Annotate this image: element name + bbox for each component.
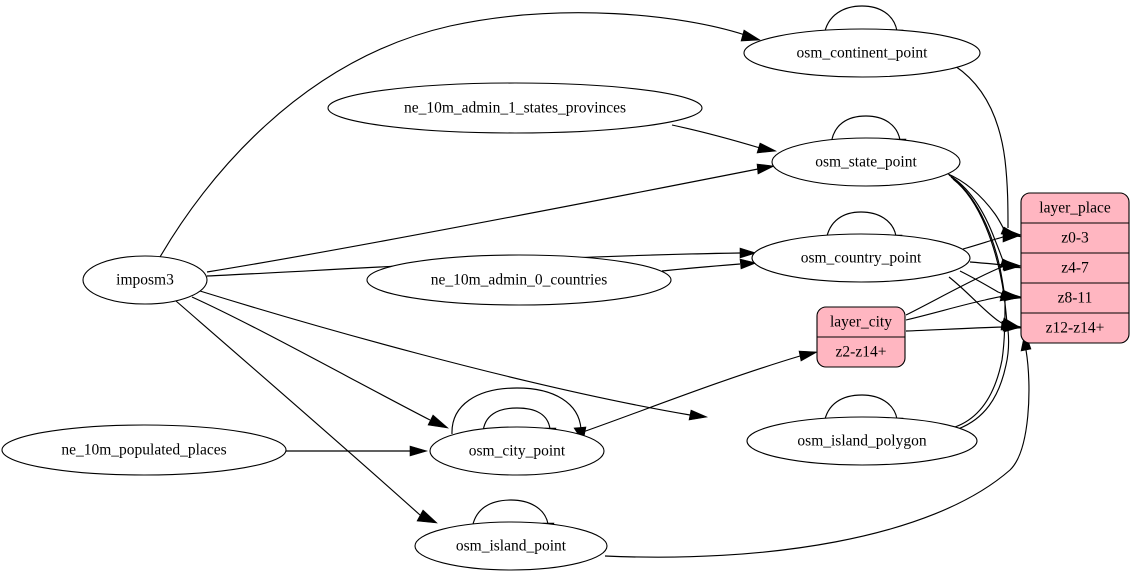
edge-imposm3-to-osm_island_polygon xyxy=(199,290,691,416)
node-ne-10m-admin-0-countries[interactable]: ne_10m_admin_0_countries xyxy=(366,254,672,306)
edge-osm_island_point-to-layer_place-z12 xyxy=(604,349,1030,558)
self-loop-osm_city_point-outer xyxy=(451,387,582,435)
edge-layer_city-to-layer_place-z8-11 xyxy=(905,295,1005,321)
node-ne-10m-admin-1-states-provinces[interactable]: ne_10m_admin_1_states_provinces xyxy=(327,82,703,134)
self-loop-osm_island_polygon xyxy=(823,394,898,425)
edge-layer_city-to-layer_place-z4-7 xyxy=(905,265,1005,316)
arrowhead xyxy=(798,350,819,362)
arrowhead xyxy=(1003,230,1023,242)
edge-osm_city_point-to-layer_city xyxy=(579,355,801,434)
edge-osm_state_point-to-layer_place-z0-3 xyxy=(945,172,1007,234)
nodes-layer: imposm3 ne_10m_admin_1_states_provinces … xyxy=(1,28,1130,571)
self-loop-osm_city_point-inner xyxy=(482,407,551,434)
arrowhead xyxy=(688,409,709,421)
arrowhead xyxy=(739,247,758,259)
record-node-layer-city[interactable]: layer_city z2-z14+ xyxy=(816,306,906,368)
edges-layer xyxy=(159,5,1032,558)
node-osm-continent-point[interactable]: osm_continent_point xyxy=(743,28,981,78)
edge-imposm3-to-osm_state_point xyxy=(206,168,759,273)
node-ne-10m-populated-places[interactable]: ne_10m_populated_places xyxy=(1,424,287,476)
arrowhead xyxy=(427,414,449,429)
edge-imposm3-to-osm_continent_point xyxy=(159,12,746,258)
edge-osm_continent_point-to-layer_place-z0-3 xyxy=(954,65,1009,229)
self-loop-osm_country_point xyxy=(825,211,897,242)
self-loop-osm_continent_point xyxy=(823,5,898,37)
edge-imposm3-to-osm_island_point xyxy=(175,300,421,516)
record-node-layer-place[interactable]: layer_place z0-3 z4-7 z8-11 z12-z14+ xyxy=(1020,192,1130,344)
arrowhead xyxy=(740,29,761,42)
edge-osm_country_point-to-layer_place-z0-3 xyxy=(962,235,1007,250)
arrowhead xyxy=(1001,260,1023,272)
edge-osm_country_point-to-layer_place-z12 xyxy=(948,276,1005,326)
arrowhead xyxy=(1002,321,1023,332)
node-osm-state-point[interactable]: osm_state_point xyxy=(771,137,961,187)
arrowhead xyxy=(739,258,757,270)
edge-osm_island_polygon-to-layer_place-z8-11 xyxy=(954,299,1006,428)
arrowhead xyxy=(999,291,1022,302)
arrowhead xyxy=(756,142,778,154)
edge-ne_states-to-osm_state_point xyxy=(671,124,761,149)
node-imposm3[interactable]: imposm3 xyxy=(82,255,208,305)
edge-ne_countries-to-osm_country_point xyxy=(661,263,741,272)
edge-osm_country_point-to-layer_place-z4-7 xyxy=(969,261,1005,266)
edge-osm_state_point-to-layer_place-z12 xyxy=(952,178,1008,326)
self-loop-osm_state_point xyxy=(830,115,901,146)
node-osm-country-point[interactable]: osm_country_point xyxy=(751,233,971,283)
edge-osm_island_polygon-to-layer_place-z12 xyxy=(957,329,1010,430)
arrowhead xyxy=(756,163,776,175)
node-osm-island-point[interactable]: osm_island_point xyxy=(414,521,608,571)
arrowhead xyxy=(409,445,429,457)
node-osm-city-point[interactable]: osm_city_point xyxy=(429,426,605,476)
edge-layer_city-to-layer_place-z12 xyxy=(905,326,1005,332)
arrowhead xyxy=(416,509,438,524)
node-osm-island-polygon[interactable]: osm_island_polygon xyxy=(746,416,978,466)
edge-imposm3-to-osm_city_point xyxy=(191,296,431,421)
self-loop-osm_island_point xyxy=(471,499,549,530)
